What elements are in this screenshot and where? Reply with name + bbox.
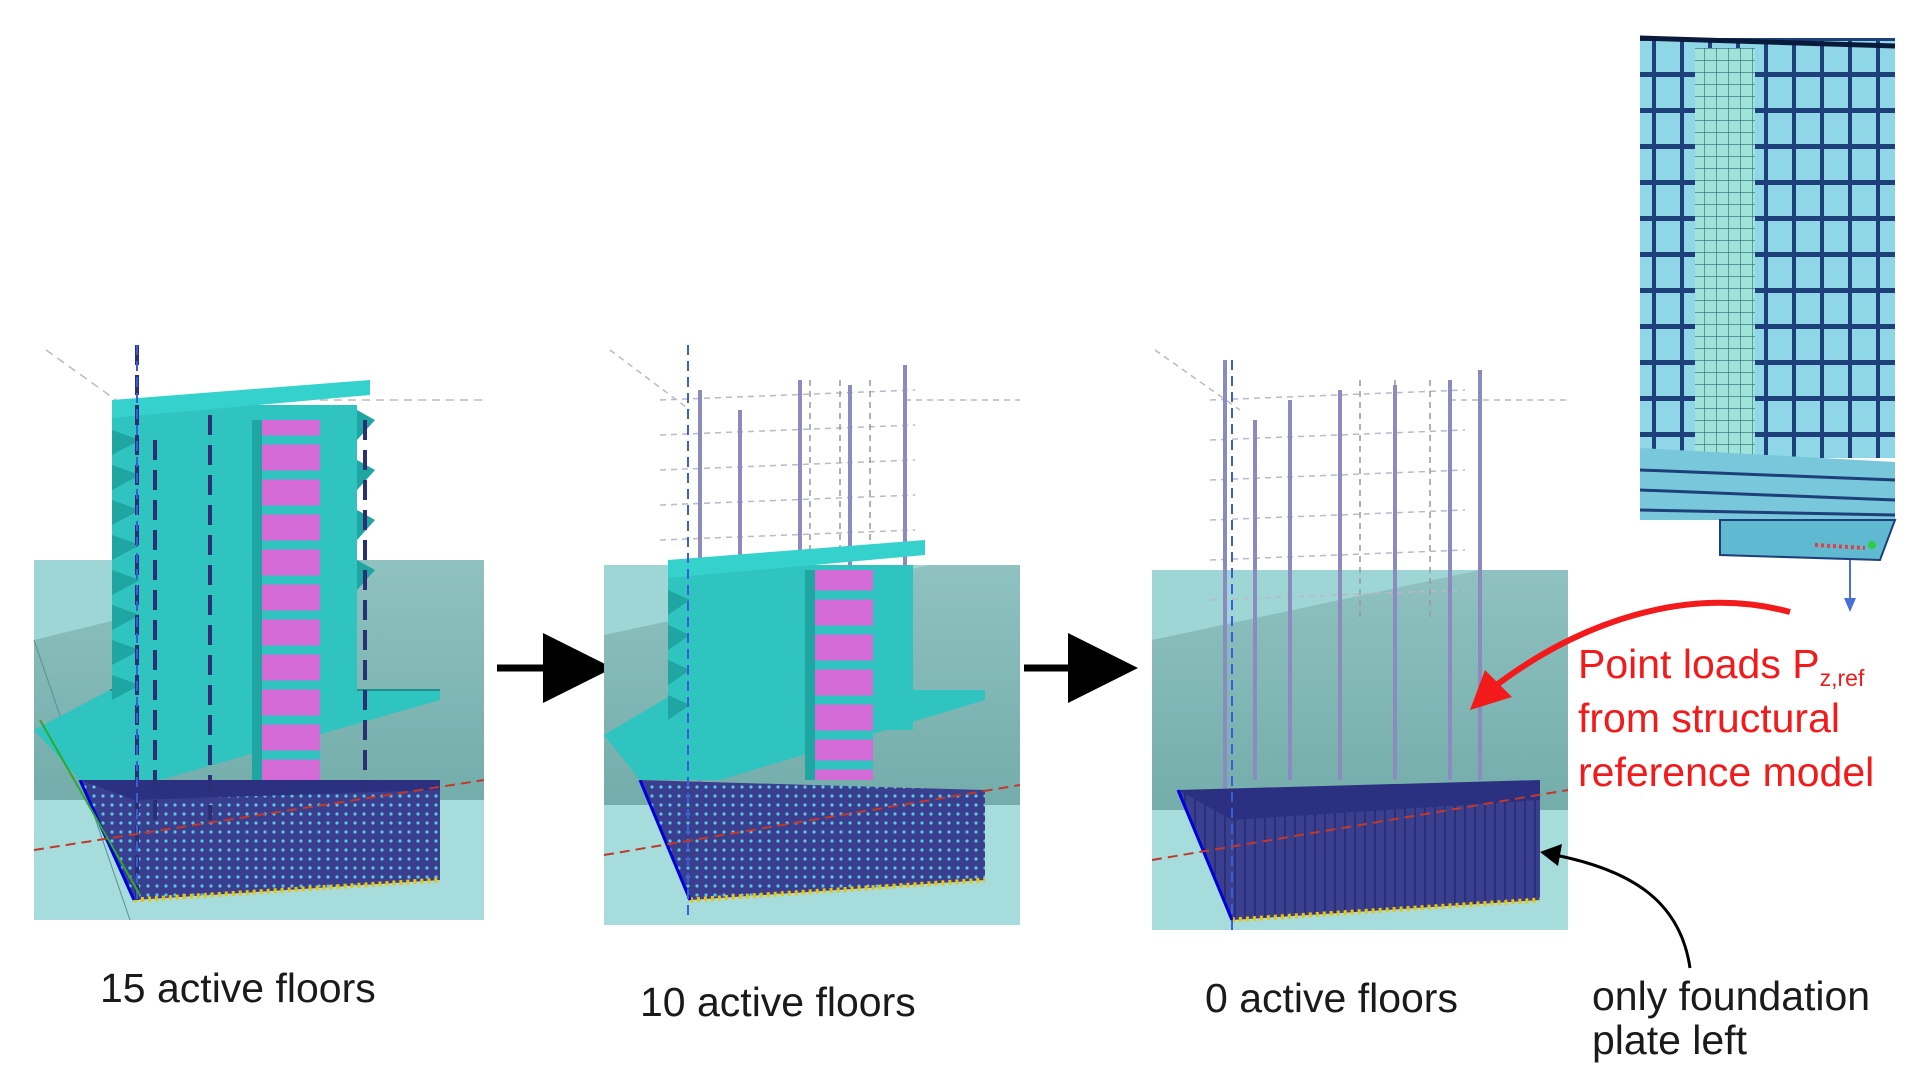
- foundation-note-line1: only foundation: [1592, 973, 1871, 1019]
- core-wall: [252, 420, 320, 780]
- point-loads-label-main: Point loads P: [1578, 641, 1820, 687]
- caption-0-active-floors: 0 active floors: [1205, 975, 1458, 1021]
- point-loads-label: Point loads Pz,ref: [1578, 644, 1864, 690]
- foundation-plate: [78, 779, 441, 903]
- panel-10-active-floors: [603, 345, 1021, 925]
- point-load-arrow: [1470, 599, 1791, 710]
- caption-10-active-floors: 10 active floors: [640, 979, 916, 1025]
- foundation-plate-only: [1176, 780, 1541, 923]
- foundation-pointer-arrow: [1540, 844, 1692, 969]
- panel-15-active-floors: [33, 345, 485, 921]
- inactive-floors-wireframe: [609, 349, 1020, 560]
- point-loads-label-line3: reference model: [1578, 749, 1875, 795]
- foundation-note-line2: plate left: [1592, 1017, 1747, 1063]
- structural-reference-model: [1639, 35, 1897, 612]
- point-loads-label-subscript: z,ref: [1819, 665, 1865, 691]
- tower-floors: [112, 380, 375, 725]
- point-loads-label-line2: from structural: [1578, 695, 1840, 741]
- column-load-lines: [1223, 360, 1482, 800]
- panel-0-active-floors: [1151, 349, 1569, 930]
- caption-15-active-floors: 15 active floors: [100, 965, 376, 1011]
